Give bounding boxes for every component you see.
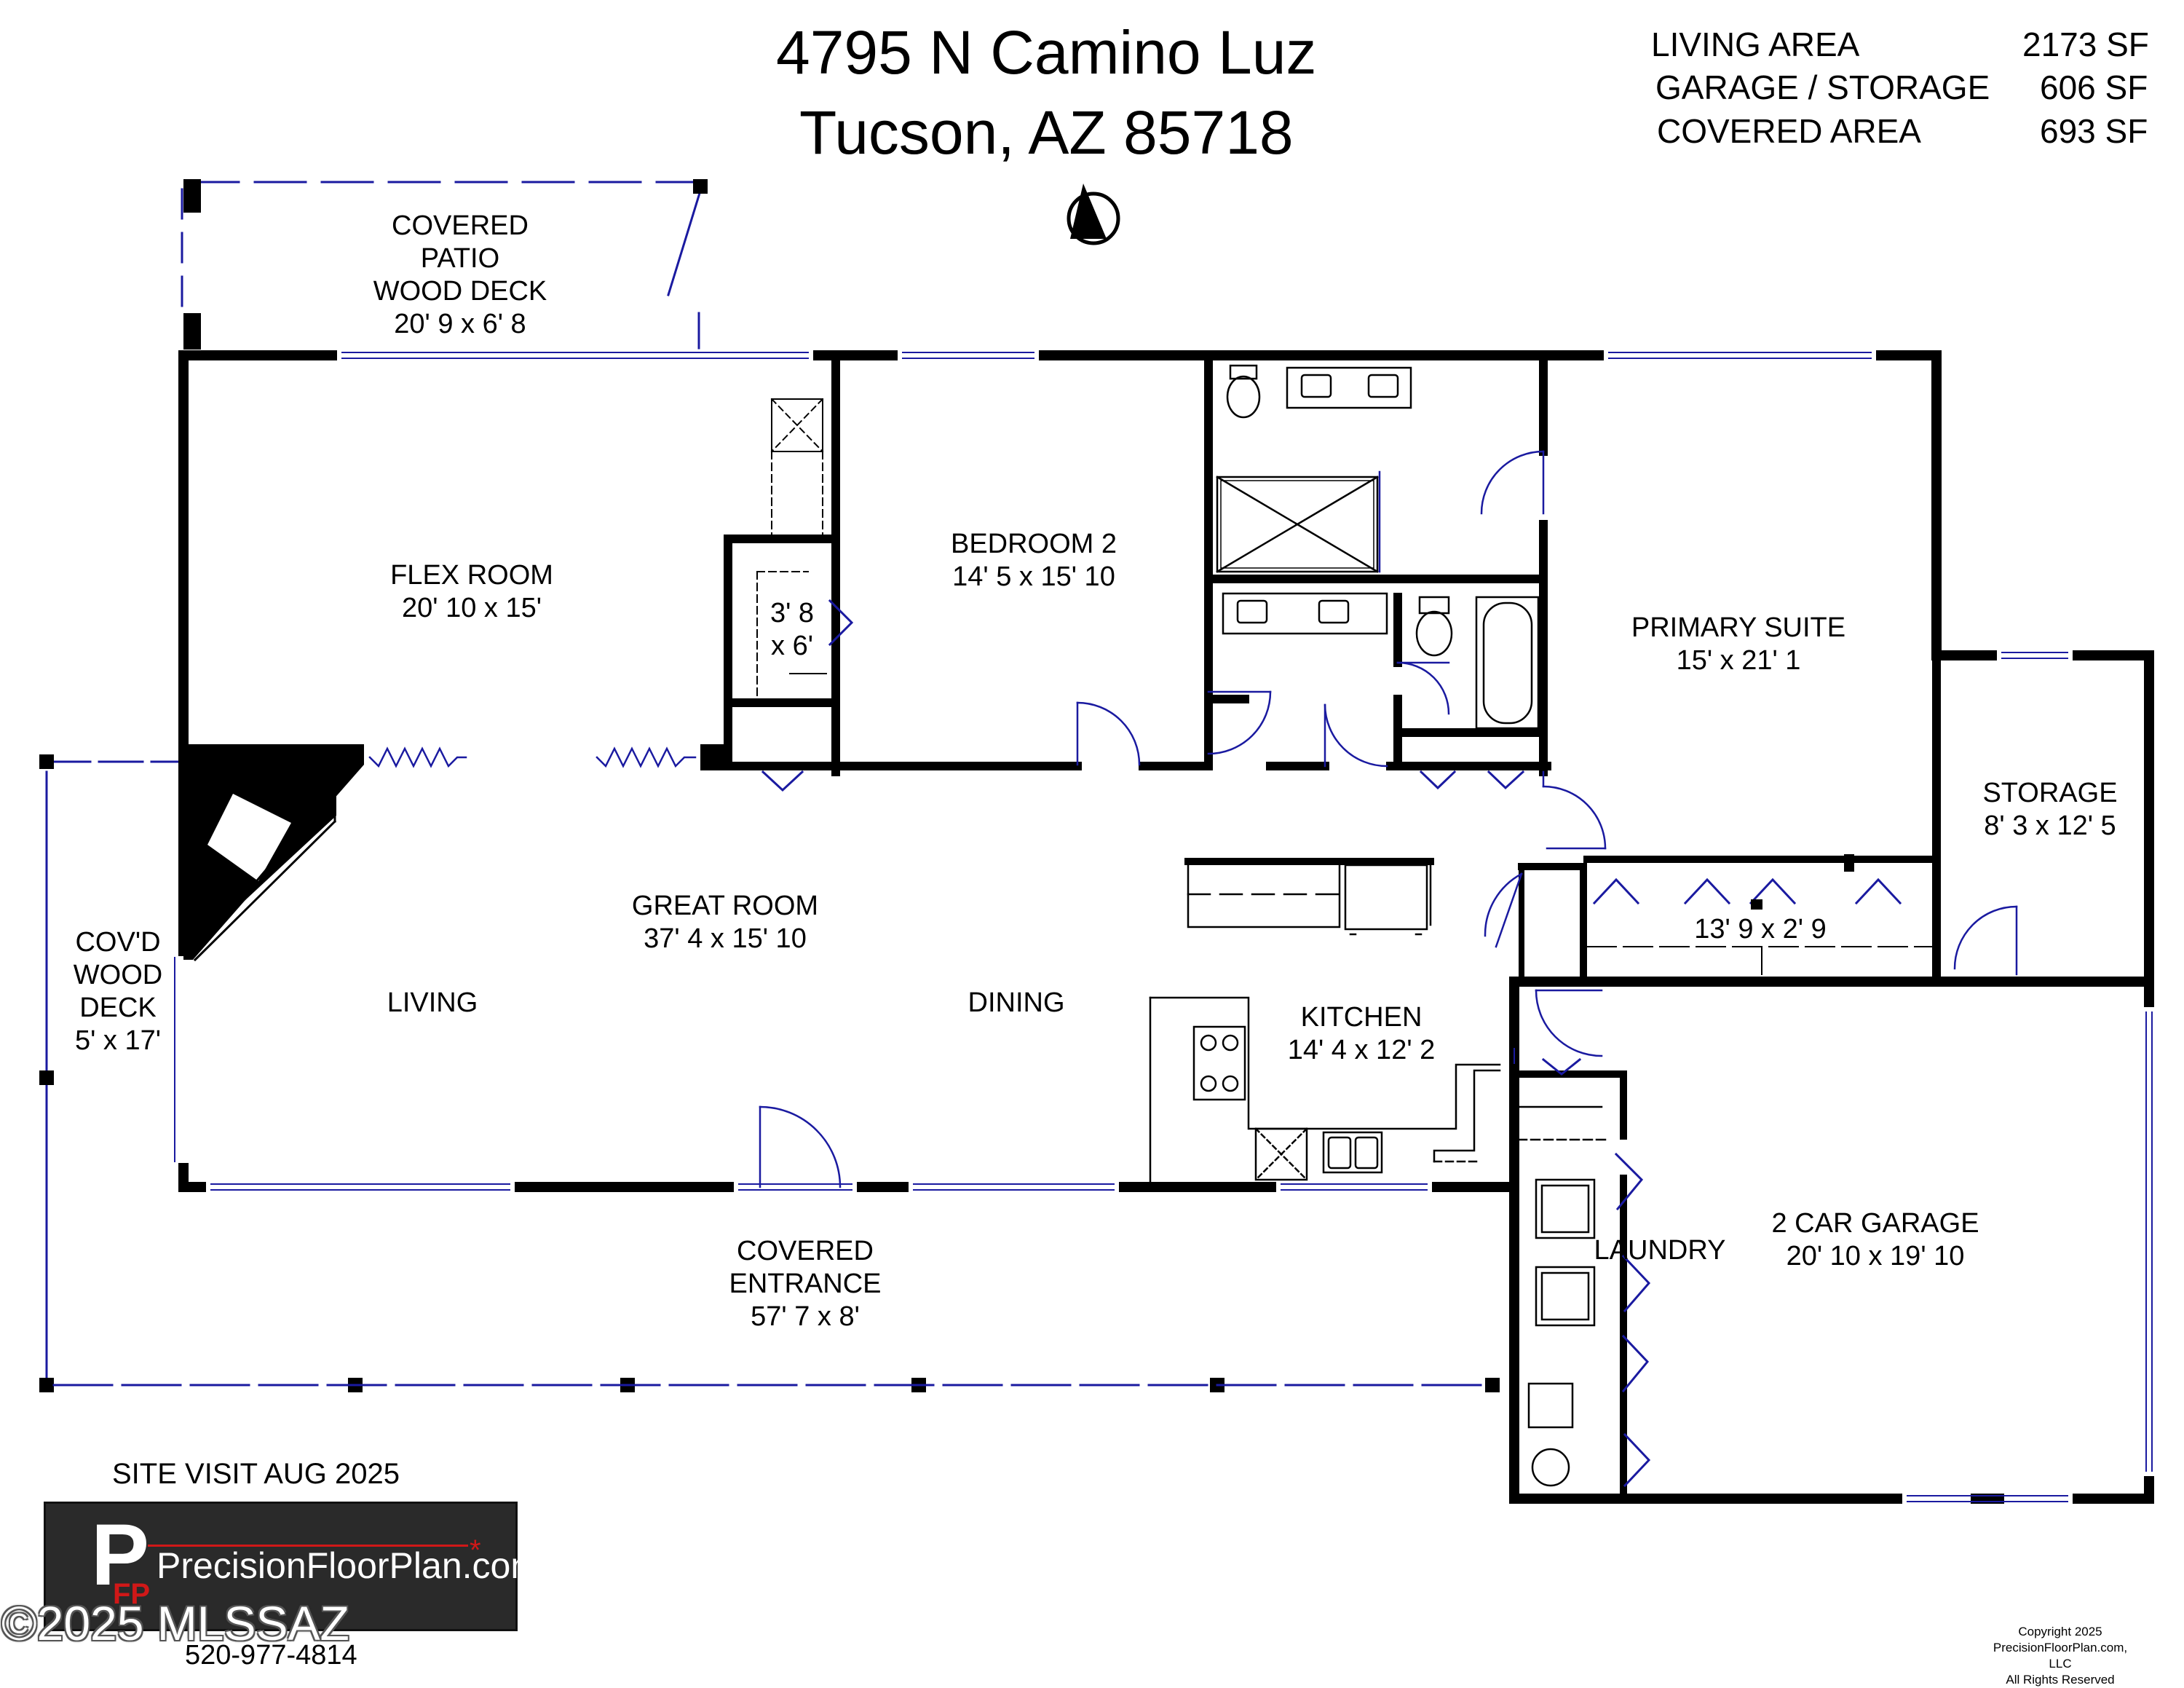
fireplace [183, 744, 364, 962]
door-swings [759, 450, 2018, 1188]
small-closet-label: 3' 8 x 6' [769, 598, 815, 661]
interior-walls [724, 351, 1941, 1502]
logo-star-icon: * [470, 1534, 481, 1566]
north-arrow-icon [1067, 184, 1120, 245]
phone-number: 520-977-4814 [185, 1640, 357, 1671]
great-room-label: GREAT ROOM 37' 4 x 15' 10 [631, 891, 819, 954]
kitchen-label: KITCHEN 14' 4 x 12' 2 [1287, 1002, 1436, 1065]
site-visit: SITE VISIT AUG 2025 [112, 1458, 400, 1490]
bedroom2-label: BEDROOM 2 14' 5 x 15' 10 [950, 529, 1117, 592]
flex-room-label: FLEX ROOM 20' 10 x 15' [390, 560, 553, 623]
area-row-covered: COVERED AREA 693 SF [1657, 114, 2148, 148]
primary-suite-label: PRIMARY SUITE 15' x 21' 1 [1631, 612, 1846, 676]
closet-door [828, 599, 854, 647]
area-value: 693 SF [2040, 112, 2148, 150]
windows [178, 350, 2154, 1504]
address-line2: Tucson, AZ 85718 [799, 98, 1294, 167]
primary-closet-label: 13' 9 x 2' 9 [1694, 914, 1827, 944]
laundry-label: LAUNDRY [1594, 1235, 1726, 1266]
closet-post [1751, 899, 1762, 910]
logo-initial: P [91, 1506, 150, 1604]
exterior-walls [178, 350, 2154, 1504]
flex-shelf [770, 398, 824, 540]
storage-label: STORAGE 8' 3 x 12' 5 [1982, 778, 2118, 841]
logo-name: PrecisionFloorPlan.com [157, 1545, 541, 1586]
laundry-appliances [1516, 1105, 1607, 1487]
covered-patio-label: COVERED PATIO WOOD DECK 20' 9 x 6' 8 [373, 210, 547, 339]
covered-patio-outline [181, 181, 702, 350]
area-row-garage: GARAGE / STORAGE 606 SF [1655, 71, 2148, 104]
hall-bath-fixtures [1222, 592, 1540, 730]
area-label: GARAGE / STORAGE [1655, 68, 1990, 106]
address-line1: 4795 N Camino Luz [776, 18, 1317, 87]
area-label: COVERED AREA [1657, 112, 1921, 150]
small-closet-detail [756, 571, 827, 696]
mls-watermark: ©2025 MLSSAZ [1, 1596, 349, 1650]
kitchen-cabinets [1149, 860, 1501, 1185]
area-label: LIVING AREA [1651, 25, 1860, 63]
deck-posts [39, 754, 1500, 1392]
garage-label: 2 CAR GARAGE 20' 10 x 19' 10 [1771, 1208, 1979, 1271]
left-deck-outline [45, 760, 183, 1387]
area-row-living: LIVING AREA 2173 SF [1651, 28, 2149, 61]
cov-deck-label: COV'D WOOD DECK 5' x 17' [73, 927, 163, 1056]
flex-divider [368, 744, 732, 770]
area-value: 2173 SF [2022, 25, 2149, 63]
primary-bath-fixtures [1216, 364, 1412, 573]
area-value: 606 SF [2040, 68, 2148, 106]
covered-patio-posts [183, 179, 708, 350]
company-logo: P FP PrecisionFloorPlan.com * [44, 1502, 541, 1631]
copyright-notice: Copyright 2025 PrecisionFloorPlan.com, L… [1993, 1625, 2128, 1687]
logo-line [148, 1545, 468, 1547]
logo-initials-small: FP [113, 1578, 151, 1610]
closet-rod [1586, 946, 1934, 975]
covered-entrance-label: COVERED ENTRANCE 57' 7 x 8' [729, 1236, 882, 1332]
living-label: LIVING [387, 987, 478, 1018]
bifold-doors [761, 770, 1902, 1488]
dining-label: DINING [968, 987, 1065, 1018]
